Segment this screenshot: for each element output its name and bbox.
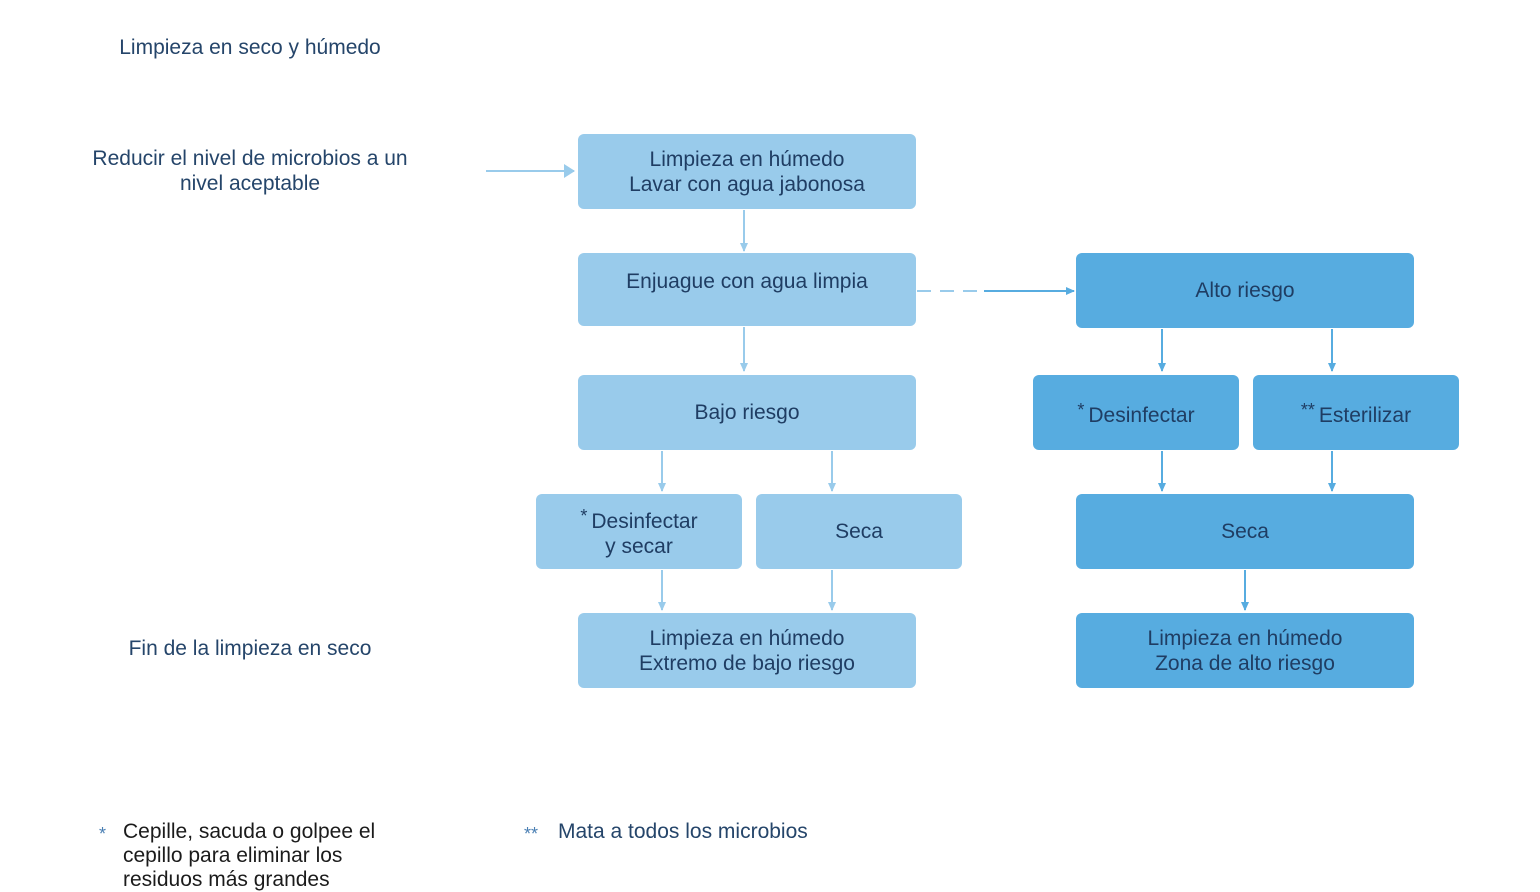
end-dry-cleaning-label: Fin de la limpieza en seco: [128, 637, 372, 660]
low-end-box: Limpieza en húmedo Extremo de bajo riesg…: [578, 613, 916, 688]
low-risk-box: Bajo riesgo: [578, 375, 916, 450]
wet-wash-box: Limpieza en húmedo Lavar con agua jabono…: [578, 134, 916, 209]
wet-wash-line2: Lavar con agua jabonosa: [629, 172, 865, 196]
wet-wash-line1: Limpieza en húmedo: [649, 147, 845, 171]
rinse-label: Enjuague con agua limpia: [626, 270, 868, 293]
low-disinfect-box: *Desinfectar y secar: [536, 494, 742, 569]
high-disinfect-label: *Desinfectar: [1077, 399, 1195, 427]
low-disinfect-line2: y secar: [605, 535, 673, 558]
asterisk-mark: *: [1077, 399, 1085, 420]
footnote-double-mark: **: [524, 824, 539, 844]
rinse-box: Enjuague con agua limpia: [578, 253, 916, 326]
low-risk-label: Bajo riesgo: [694, 401, 800, 424]
high-dry-box: Seca: [1076, 494, 1414, 569]
low-disinfect-line1: *Desinfectar: [580, 506, 698, 533]
high-dry-label: Seca: [1221, 520, 1269, 543]
high-end-line2: Zona de alto riesgo: [1155, 651, 1335, 675]
low-end-line1: Limpieza en húmedo: [649, 626, 845, 650]
high-risk-box: Alto riesgo: [1076, 253, 1414, 328]
high-end-line1: Limpieza en húmedo: [1147, 626, 1343, 650]
low-end-line2: Extremo de bajo riesgo: [639, 651, 855, 675]
high-sterilize-label: **Esterilizar: [1300, 399, 1412, 427]
high-disinfect-box: *Desinfectar: [1033, 375, 1239, 450]
footnote-single-mark: *: [99, 824, 107, 844]
double-asterisk-mark: **: [1300, 399, 1315, 420]
low-dry-box: Seca: [756, 494, 962, 569]
diagram-title: Limpieza en seco y húmedo: [119, 36, 381, 59]
footnote-single-text: Cepille, sacuda o golpee el cepillo para…: [123, 820, 376, 891]
footnote-double-text: Mata a todos los microbios: [558, 820, 808, 843]
low-dry-label: Seca: [835, 520, 883, 543]
goal-label: Reducir el nivel de microbios a un nivel…: [92, 147, 408, 195]
high-end-box: Limpieza en húmedo Zona de alto riesgo: [1076, 613, 1414, 688]
high-risk-label: Alto riesgo: [1195, 279, 1295, 302]
asterisk-mark: *: [580, 506, 588, 526]
high-sterilize-box: **Esterilizar: [1253, 375, 1459, 450]
